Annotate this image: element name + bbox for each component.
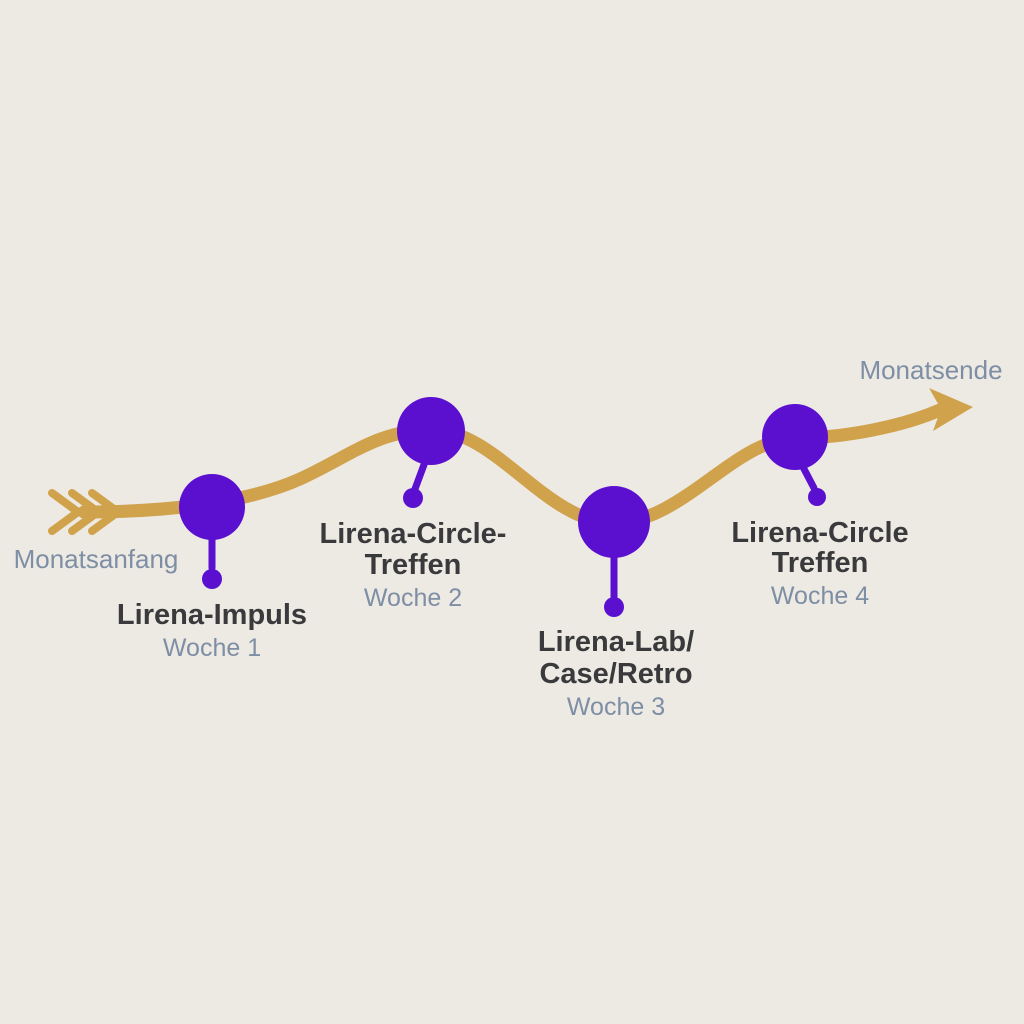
milestone-2: Lirena-Circle- Treffen Woche 2: [320, 397, 507, 612]
milestone-3-week: Woche 3: [567, 693, 665, 721]
milestone-2-title-line2: Treffen: [365, 549, 462, 581]
milestone-3-title-line1: Lirena-Lab/: [538, 626, 694, 658]
milestone-1-week: Woche 1: [163, 634, 261, 662]
milestone-2-title-line1: Lirena-Circle-: [320, 518, 507, 550]
milestone-4-stem: [799, 463, 818, 492]
milestone-2-stem: [411, 458, 429, 493]
milestone-2-node: [397, 397, 465, 465]
milestone-4: Lirena-Circle Treffen Woche 4: [731, 404, 909, 610]
milestone-1-title: Lirena-Impuls: [117, 599, 307, 631]
milestone-4-node: [762, 404, 828, 470]
milestone-1-node: [179, 474, 245, 540]
milestone-3-dot: [604, 597, 624, 617]
milestone-2-dot: [403, 488, 423, 508]
end-label: Monatsende: [859, 355, 1002, 385]
milestone-3: Lirena-Lab/ Case/Retro Woche 3: [538, 486, 694, 721]
milestone-3-node: [578, 486, 650, 558]
milestone-2-week: Woche 2: [364, 584, 462, 612]
milestone-4-title-line1: Lirena-Circle: [731, 517, 908, 549]
milestone-4-title-line2: Treffen: [772, 547, 869, 579]
milestone-1: Lirena-Impuls Woche 1: [117, 474, 307, 662]
milestone-3-title-line2: Case/Retro: [539, 658, 692, 690]
milestone-1-dot: [202, 569, 222, 589]
arrowhead-icon: [929, 388, 973, 431]
milestone-4-dot: [808, 488, 826, 506]
start-label: Monatsanfang: [14, 544, 179, 574]
milestone-4-week: Woche 4: [771, 582, 869, 610]
